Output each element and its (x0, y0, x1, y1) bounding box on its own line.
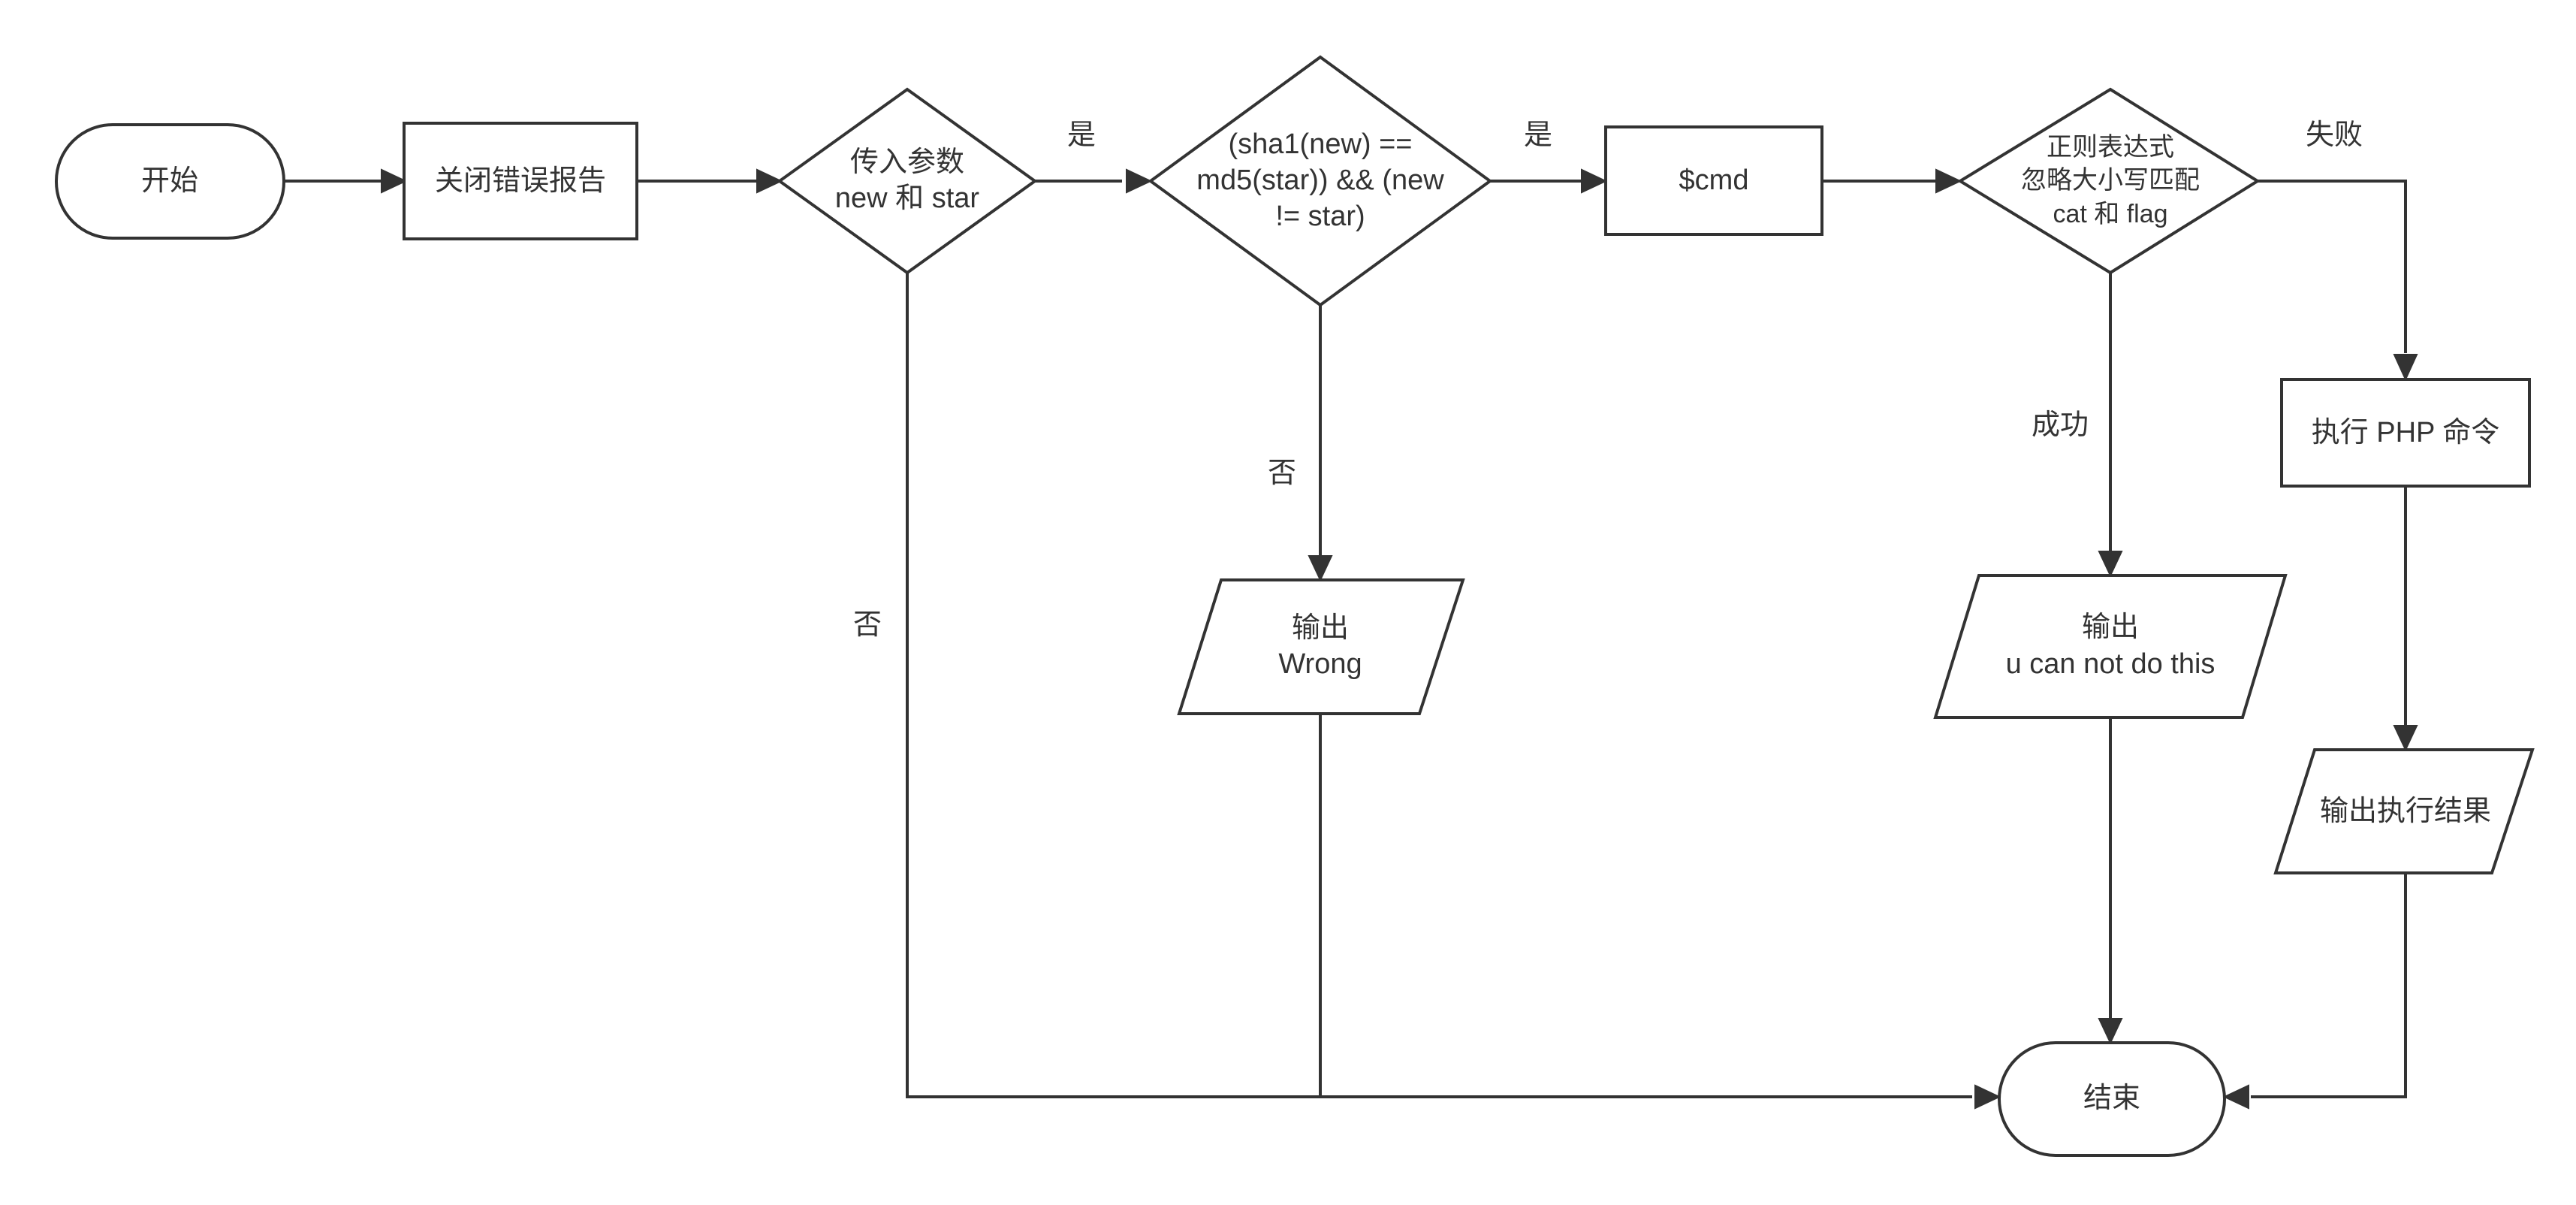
arrowhead-icon (1126, 168, 1153, 194)
io-shape (2273, 748, 2535, 874)
terminal-shape (55, 123, 285, 240)
node-output-denied: 输出 u can not do this (1933, 574, 2288, 719)
arrowhead-icon (2098, 551, 2123, 578)
node-output-wrong: 输出 Wrong (1177, 578, 1465, 715)
regex-label-line-3: cat 和 flag (2053, 200, 2167, 228)
edge-labels: 是 是 失败 否 成功 否 (853, 119, 2363, 641)
node-exec-php: 执行 PHP 命令 (2280, 378, 2531, 488)
arrowhead-icon (756, 168, 783, 194)
end-label: 结束 (2083, 1083, 2140, 1114)
io-shape (1933, 574, 2288, 719)
hash-check-label-line-3: != star) (1275, 201, 1365, 232)
output-denied-label-line-1: 输出 (2082, 612, 2139, 643)
output-result-label: 输出执行结果 (2320, 796, 2491, 827)
edge-label-params-yes: 是 (1067, 119, 1096, 151)
terminal-shape (1998, 1041, 2226, 1157)
hash-check-label-line-1: (sha1(new) == (1228, 128, 1412, 160)
output-denied-label-line-2: u can not do this (2006, 648, 2216, 680)
node-hash-check: (sha1(new) == md5(star)) && (new != star… (1148, 55, 1493, 307)
arrowhead-icon (2393, 725, 2418, 752)
edge-label-regex-success: 成功 (2032, 409, 2089, 441)
node-regex: 正则表达式 忽略大小写匹配 cat 和 flag (1957, 87, 2261, 275)
arrowheads (381, 168, 2418, 1110)
output-wrong-label-line-1: 输出 (1292, 612, 1349, 644)
arrowhead-icon (2222, 1084, 2249, 1110)
output-wrong-label-line-2: Wrong (1278, 648, 1362, 680)
disable-errors-label: 关闭错误报告 (435, 165, 606, 197)
decision-shape (777, 87, 1038, 275)
decision-shape (1957, 87, 2261, 275)
node-end: 结束 (1998, 1041, 2226, 1157)
arrowhead-icon (1935, 168, 1962, 194)
edge-result-to-end (2251, 873, 2407, 1098)
cmd-label: $cmd (1679, 165, 1749, 196)
arrowhead-icon (1308, 555, 1333, 582)
params-label-line-1: 传入参数 (850, 146, 964, 178)
process-shape (2280, 378, 2531, 488)
edge-label-params-no: 否 (853, 609, 882, 641)
edge-label-hash-no: 否 (1268, 458, 1296, 489)
connectors (284, 180, 2407, 1098)
node-disable-errors: 关闭错误报告 (403, 122, 638, 240)
process-shape (1604, 125, 1823, 236)
arrowhead-icon (381, 168, 408, 194)
regex-label-line-1: 正则表达式 (2047, 133, 2174, 162)
node-output-result: 输出执行结果 (2273, 748, 2535, 874)
node-cmd: $cmd (1604, 125, 1823, 236)
node-start: 开始 (55, 123, 285, 240)
decision-shape (1148, 55, 1493, 307)
node-params: 传入参数 new 和 star (777, 87, 1038, 275)
arrowhead-icon (1974, 1084, 2001, 1110)
process-shape (403, 122, 638, 240)
regex-label-line-2: 忽略大小写匹配 (2021, 166, 2200, 195)
edge-regex-to-exec-php (2258, 180, 2407, 353)
params-label-line-2: new 和 star (835, 183, 980, 214)
arrowhead-icon (1581, 168, 1608, 194)
io-shape (1177, 578, 1465, 715)
edge-params-to-end (906, 273, 1972, 1098)
arrowhead-icon (2393, 354, 2418, 382)
start-label: 开始 (141, 165, 198, 197)
arrowhead-icon (2098, 1018, 2123, 1045)
exec-php-label: 执行 PHP 命令 (2312, 417, 2500, 448)
hash-check-label-line-2: md5(star)) && (new (1196, 165, 1444, 196)
edge-label-hash-yes: 是 (1524, 119, 1552, 151)
edge-label-regex-fail: 失败 (2306, 119, 2363, 151)
